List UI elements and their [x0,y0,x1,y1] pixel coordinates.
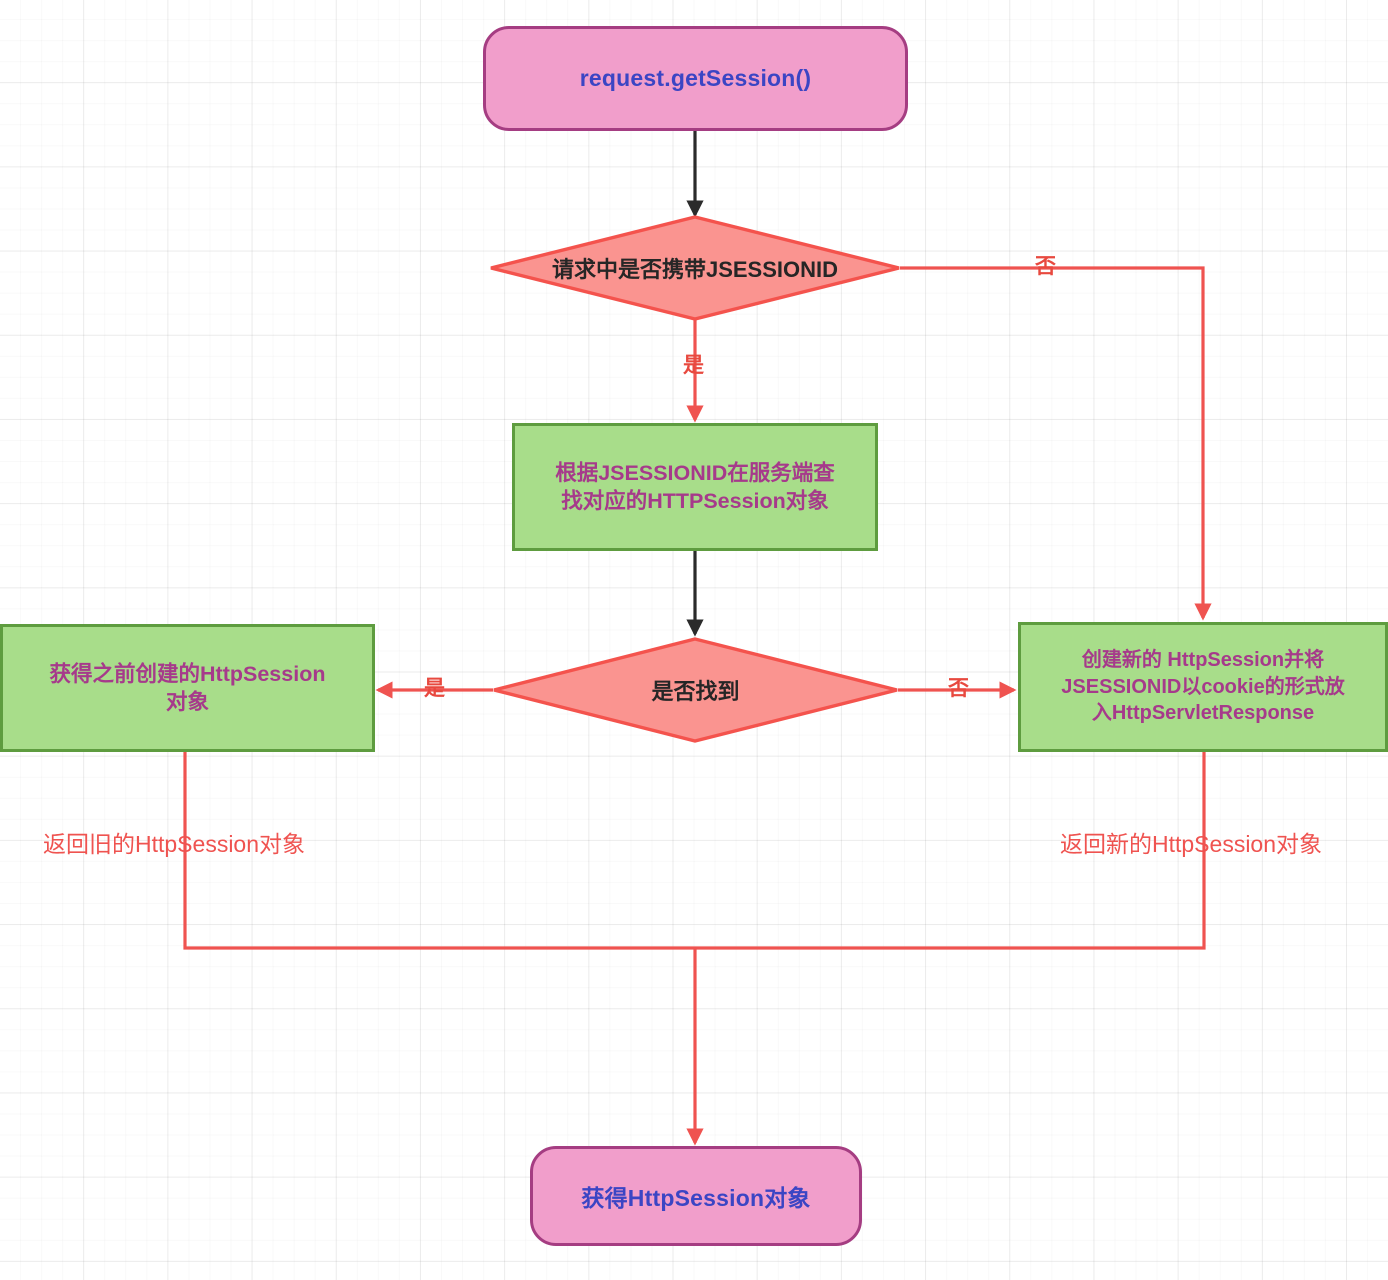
edge-label-no-has-jsessionid: 否 [1035,255,1056,278]
node-old-httpsession[interactable]: 获得之前创建的HttpSession 对象 [0,624,375,752]
node-end-get-httpsession[interactable]: 获得HttpSession对象 [530,1146,862,1246]
edge-label-return-old-session: 返回旧的HttpSession对象 [43,831,306,857]
node-lookup-session-line-1: 根据JSESSIONID在服务端查 [555,460,835,485]
node-start-label: request.getSession() [579,65,812,91]
decision-diamond-shape [490,215,900,321]
node-lookup-session-line-2: 找对应的HTTPSession对象 [561,489,829,513]
edge-decision1-no [900,266,1212,621]
node-start-request-getsession[interactable]: request.getSession() [483,26,908,131]
node-lookup-session[interactable]: 根据JSESSIONID在服务端查 找对应的HTTPSession对象 [512,423,878,551]
decision-diamond-shape-2 [493,637,898,743]
node-new-httpsession[interactable]: 创建新的 HttpSession并将 JSESSIONID以cookie的形式放… [1018,622,1388,752]
edge-label-yes-has-jsessionid: 是 [683,354,704,377]
node-decision-has-jsessionid[interactable]: 请求中是否携带JSESSIONID [489,215,901,321]
node-decision-found-label: 是否找到 [651,679,740,704]
node-end-label: 获得HttpSession对象 [581,1185,811,1211]
node-old-httpsession-line-1: 获得之前创建的HttpSession [49,661,326,686]
node-new-httpsession-line-3: 入HttpServletResponse [1091,702,1315,725]
node-old-httpsession-line-2: 对象 [165,690,209,714]
node-decision-found[interactable]: 是否找到 [492,637,899,743]
node-new-httpsession-line-2: JSESSIONID以cookie的形式放 [1061,675,1345,698]
node-decision-has-jsessionid-label: 请求中是否携带JSESSIONID [551,257,839,282]
edge-label-no-found: 否 [948,677,969,700]
edge-label-yes-found: 是 [424,677,445,700]
node-new-httpsession-line-1: 创建新的 HttpSession并将 [1081,649,1325,672]
edge-label-return-new-session: 返回新的HttpSession对象 [1060,831,1323,857]
